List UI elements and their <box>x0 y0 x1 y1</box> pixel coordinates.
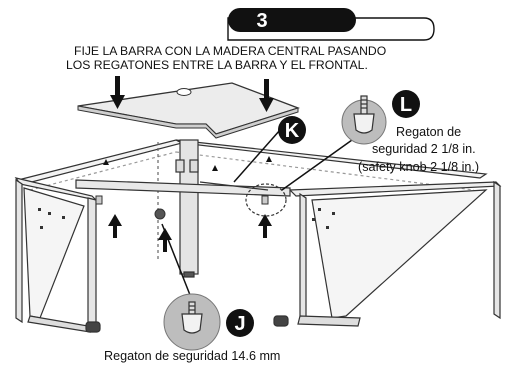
callout-l-line-3: (safety knob 2 1/8 in.) <box>358 160 479 174</box>
callout-l-letter: L <box>400 94 412 116</box>
instruction-line-2: LOS REGATONES ENTRE LA BARRA Y EL FRONTA… <box>66 58 368 72</box>
callout-j-caption: Regaton de seguridad 14.6 mm <box>104 349 280 363</box>
right-leg-frame <box>273 180 502 327</box>
callout-l-line-2: seguridad 2 1/8 in. <box>372 142 476 156</box>
step-header: 3 <box>227 8 435 41</box>
safety-knob-icon <box>353 95 375 134</box>
callout-l-line-1: Regaton de <box>396 125 461 139</box>
cross-bar <box>75 179 291 197</box>
callout-k-badge <box>278 116 306 144</box>
step-number: 3 <box>256 10 267 32</box>
callout-k: K <box>233 116 306 183</box>
step-badge <box>228 8 356 32</box>
center-leg <box>157 139 199 278</box>
central-wood-panel <box>77 82 300 139</box>
up-arrows <box>103 156 272 252</box>
instruction-line-1: FIJE LA BARRA CON LA MADERA CENTRAL PASA… <box>74 44 386 58</box>
callout-j: J Regaton de seguridad 14.6 mm <box>104 223 280 363</box>
callout-l: L Regaton de seguridad 2 1/8 in. (safety… <box>281 90 479 191</box>
knob-highlight-circle <box>245 183 287 217</box>
knob-markers <box>95 195 269 220</box>
safety-knob-small-icon <box>181 301 203 334</box>
callout-l-badge <box>392 90 420 118</box>
callout-k-letter: K <box>285 120 300 142</box>
callout-j-letter: J <box>234 313 245 335</box>
left-leg-frame <box>14 177 101 333</box>
callout-j-badge <box>226 309 254 337</box>
grommet-hole <box>176 88 192 96</box>
down-arrows <box>110 76 274 112</box>
